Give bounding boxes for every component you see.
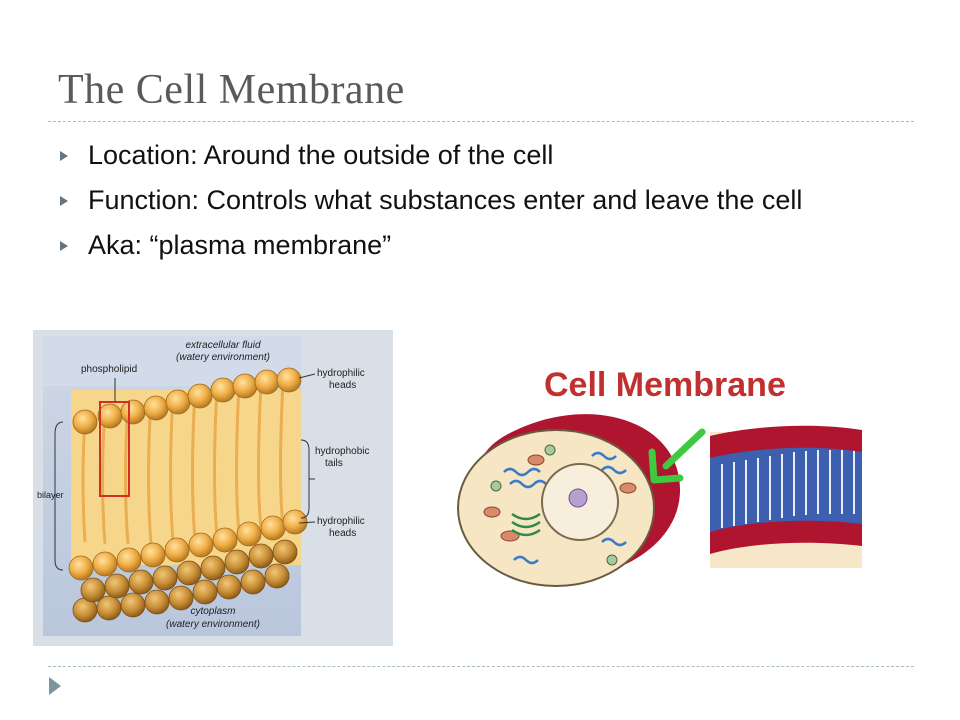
bullet-function: Function: Controls what substances enter…: [60, 183, 900, 217]
footer-divider: [48, 666, 914, 667]
bullet-arrow-icon: [60, 241, 68, 251]
phospholipid-bilayer-diagram: extracellular fluid (watery environment)…: [33, 330, 393, 646]
hydrophilic-bottom-label: hydrophilic: [317, 516, 365, 527]
bullet-arrow-icon: [60, 196, 68, 206]
bullet-list: Location: Around the outside of the cell…: [60, 138, 900, 273]
extracellular-label: extracellular fluid: [185, 340, 260, 351]
tails-label: tails: [325, 458, 343, 469]
cell-membrane-title: Cell Membrane: [544, 366, 786, 404]
green-arrow-icon: [648, 428, 706, 484]
nucleolus: [568, 488, 588, 508]
front-heads: [68, 509, 308, 581]
top-heads: [72, 367, 302, 435]
endoplasmic-reticulum: [503, 451, 627, 565]
cytoplasm-label: cytoplasm: [190, 606, 235, 617]
organelles: [483, 444, 637, 566]
bullet-location: Location: Around the outside of the cell: [60, 138, 900, 172]
membrane-closeup: [710, 425, 862, 568]
bullet-aka: Aka: “plasma membrane”: [60, 228, 900, 262]
slide-title: The Cell Membrane: [58, 67, 405, 113]
extracellular-sub-label: (watery environment): [176, 352, 270, 363]
cell-membrane-illustration: Cell Membrane: [457, 366, 862, 587]
golgi-apparatus: [511, 512, 541, 537]
heads-bottom-label: heads: [329, 528, 356, 539]
hydrophilic-top-label: hydrophilic: [317, 368, 365, 379]
title-divider: [48, 121, 914, 122]
cytoplasm-sub-label: (watery environment): [166, 619, 260, 630]
bilayer-label: bilayer: [37, 490, 64, 500]
bottom-heads: [72, 539, 298, 623]
hydrophobic-label: hydrophobic: [315, 446, 369, 457]
footer-arrow-icon: [49, 677, 61, 695]
phospholipid-label: phospholipid: [81, 364, 137, 375]
bullet-arrow-icon: [60, 151, 68, 161]
heads-top-label: heads: [329, 380, 356, 391]
